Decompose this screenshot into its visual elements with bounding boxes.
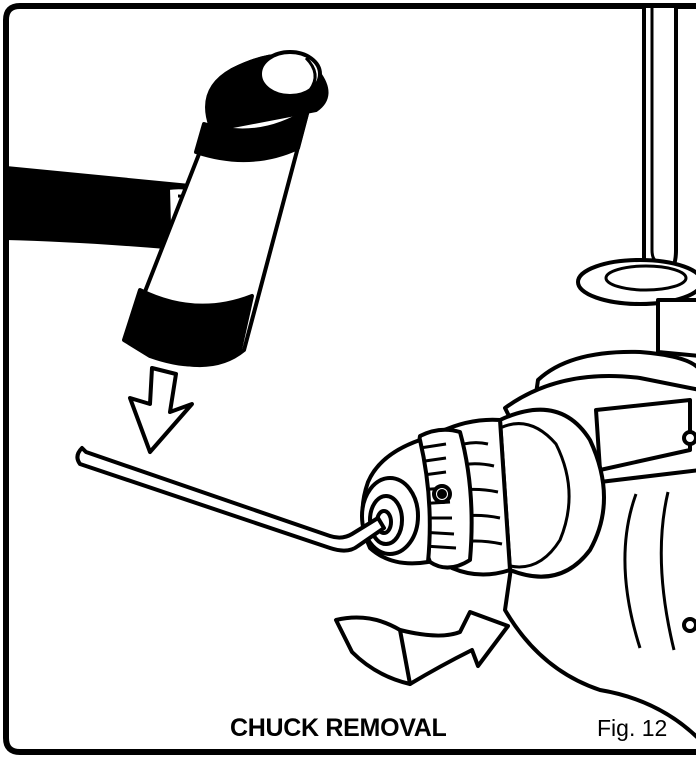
mallet-strike-arrow <box>128 366 194 454</box>
frame-border <box>3 3 696 755</box>
figure-number: Fig. 12 <box>597 715 668 741</box>
figure-caption: CHUCK REMOVAL <box>230 714 447 742</box>
rotation-arrow <box>334 610 510 686</box>
hex-key <box>75 446 386 553</box>
drill-press-head <box>503 8 696 739</box>
mallet <box>4 50 329 368</box>
drill-chuck <box>360 407 606 579</box>
